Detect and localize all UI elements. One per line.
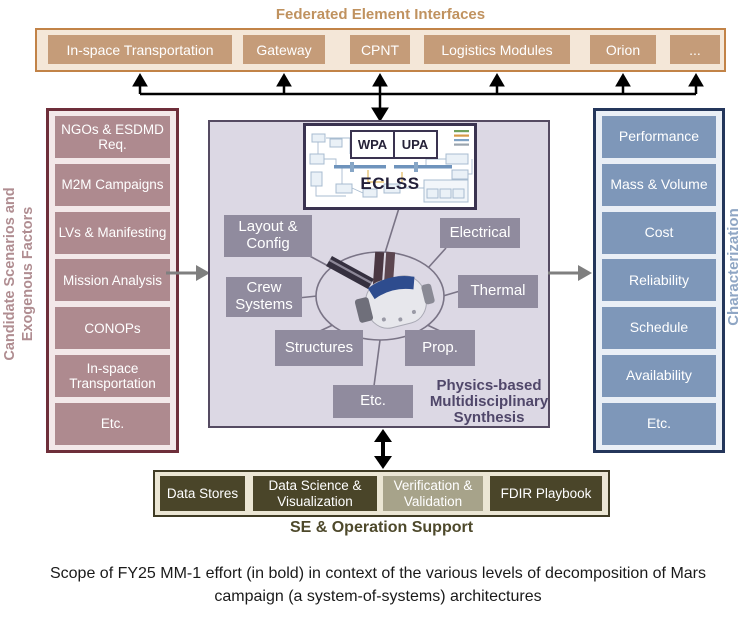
figure-caption: Scope of FY25 MM-1 effort (in bold) in c… [49, 565, 706, 606]
eclss-inset: WPA UPA ECLSS [303, 123, 477, 210]
spacecraft-illustration [326, 251, 435, 329]
node-cpnt: CPNT [350, 35, 410, 64]
node-prop: Prop. [405, 330, 475, 366]
node-schedule: Schedule [602, 307, 716, 350]
node-wpa: WPA [350, 130, 395, 159]
node-gateway: Gateway [243, 35, 325, 64]
node-orion: Orion [590, 35, 656, 64]
node-mission-analysis: Mission Analysis [55, 259, 170, 302]
node-ellipsis: ... [670, 35, 720, 64]
node-data-stores: Data Stores [160, 476, 245, 511]
node-upa: UPA [392, 130, 438, 159]
node-structures: Structures [275, 330, 363, 366]
interface-bus-arrows-icon [132, 73, 704, 122]
eclss-label: ECLSS [360, 174, 420, 193]
node-electrical: Electrical [440, 218, 520, 248]
federated-interfaces-title: Federated Element Interfaces [275, 6, 486, 23]
node-logistics-modules: Logistics Modules [424, 35, 570, 64]
node-availability: Availability [602, 355, 716, 398]
wpa-upa-group: WPA UPA [350, 130, 438, 159]
eclss-schematic-graphic [309, 130, 473, 203]
node-ngos-esdmd-req: NGOs & ESDMD Req. [55, 116, 170, 158]
node-m2m-campaigns: M2M Campaigns [55, 163, 170, 206]
node-etc-left: Etc. [55, 402, 170, 445]
synthesis-hub-graphic [297, 207, 461, 387]
node-lvs-manifesting: LVs & Manifesting [55, 211, 170, 254]
node-layout-config: Layout & Config [224, 215, 312, 257]
node-in-space-transportation-top: In-space Transportation [48, 35, 232, 64]
candidate-scenarios-container: NGOs & ESDMD Req. M2M Campaigns LVs & Ma… [46, 108, 179, 453]
legend-marks [454, 130, 469, 146]
node-fdir-playbook: FDIR Playbook [490, 476, 602, 511]
node-etc-right: Etc. [602, 402, 716, 445]
left-input-arrow-icon [166, 265, 210, 281]
se-support-label: SE & Operation Support [289, 519, 474, 536]
node-etc-center: Etc. [333, 385, 413, 418]
federated-interfaces-container: In-space Transportation Gateway CPNT Log… [35, 28, 726, 72]
node-performance: Performance [602, 116, 716, 158]
node-cost: Cost [602, 211, 716, 254]
node-thermal: Thermal [458, 275, 538, 308]
node-verification-validation: Verification & Validation [383, 476, 483, 511]
se-support-container: Data Stores Data Science & Visualization… [153, 470, 610, 517]
node-crew-systems: Crew Systems [226, 277, 302, 317]
node-mass-volume: Mass & Volume [602, 163, 716, 206]
candidate-scenarios-axis-label: Candidate Scenarios and Exogenous Factor… [2, 187, 37, 361]
node-data-science-visualization: Data Science & Visualization [253, 476, 377, 511]
node-in-space-transportation-left: In-space Transportation [55, 355, 170, 398]
characterization-container: Performance Mass & Volume Cost Reliabili… [593, 108, 725, 453]
synthesis-label: Physics-based Multidisciplinary Synthesi… [429, 377, 549, 427]
node-conops: CONOPs [55, 307, 170, 350]
right-output-arrow-icon [548, 265, 592, 281]
characterization-axis-label: Characterization [725, 208, 742, 326]
node-reliability: Reliability [602, 259, 716, 302]
vertical-double-arrow-icon [374, 429, 392, 469]
